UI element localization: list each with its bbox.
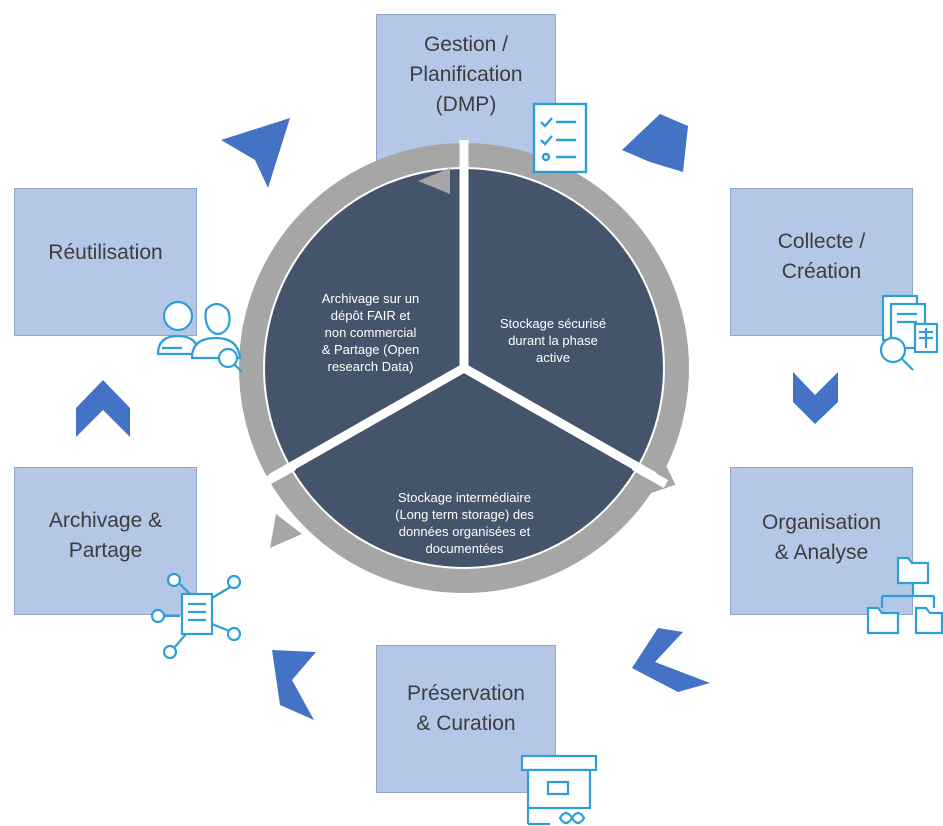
segment-stockage-intermediaire-text: Stockage intermédiaire (Long term storag… xyxy=(395,490,534,556)
arrow-collecte-to-organisation xyxy=(793,372,838,424)
stage-gestion-label: Gestion / Planification (DMP) xyxy=(409,32,523,116)
stage-reutilisation-label: Réutilisation xyxy=(48,241,163,264)
ring-arrowhead-left xyxy=(270,514,302,548)
document-network-icon xyxy=(150,572,242,660)
stage-collecte-label: Collecte / Création xyxy=(777,230,866,283)
arrow-gestion-to-collecte xyxy=(622,114,688,172)
segment-archivage-text: Archivage sur un dépôt FAIR et non comme… xyxy=(321,291,420,374)
divider-left xyxy=(268,364,467,482)
users-search-icon xyxy=(156,300,243,373)
archive-box-icon xyxy=(520,754,598,826)
arrow-preservation-to-archivage xyxy=(272,650,316,720)
stage-preservation-label: Préservation & Curation xyxy=(407,682,525,735)
stage-organisation-label: Organisation & Analyse xyxy=(761,511,882,564)
ring-arrowhead-top xyxy=(418,168,450,194)
stage-archivage-label: Archivage & Partage xyxy=(48,509,163,562)
folder-hierarchy-icon xyxy=(866,556,943,635)
divider-right xyxy=(461,364,660,482)
ring-gap-right xyxy=(631,462,669,488)
stage-archivage: Archivage & Partage xyxy=(14,467,197,615)
ring-gap-left xyxy=(259,462,297,488)
arrow-archivage-to-reutilisation xyxy=(76,380,130,437)
arrow-organisation-to-preservation xyxy=(632,628,710,692)
document-search-icon xyxy=(879,294,939,371)
checklist-icon xyxy=(532,102,588,174)
stage-gestion: Gestion / Planification (DMP) xyxy=(376,14,556,163)
segment-stockage-actif-text: Stockage sécurisé durant la phase active xyxy=(499,316,607,365)
stage-organisation: Organisation & Analyse xyxy=(730,467,913,615)
arrow-reutilisation-to-gestion xyxy=(221,118,290,188)
